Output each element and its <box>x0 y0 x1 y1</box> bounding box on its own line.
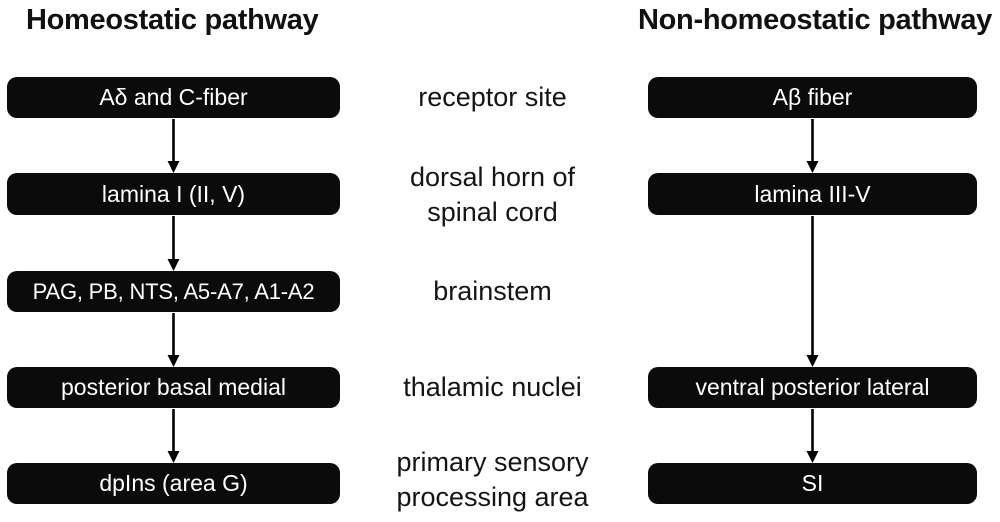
node-si: SI <box>648 463 977 504</box>
node-dpins-area-g: dpIns (area G) <box>7 463 340 504</box>
right-pathway-title: Non-homeostatic pathway <box>637 4 993 36</box>
level-label-brainstem: brainstem <box>345 274 640 309</box>
level-label-dorsal-horn: dorsal horn of spinal cord <box>345 160 640 230</box>
level-label-primary-sensory: primary sensory processing area <box>345 445 640 515</box>
node-ventral-posterior-lateral: ventral posterior lateral <box>648 367 977 408</box>
level-label-line: spinal cord <box>427 197 558 227</box>
level-label-line: processing area <box>396 482 589 512</box>
node-a-delta-c-fiber: Aδ and C-fiber <box>7 77 340 118</box>
left-pathway-title: Homeostatic pathway <box>26 4 319 36</box>
level-label-line: primary sensory <box>396 447 589 477</box>
level-label-line: brainstem <box>433 276 552 306</box>
level-label-line: dorsal horn of <box>409 162 576 192</box>
node-lamina-iii-v: lamina III-V <box>648 173 977 215</box>
level-label-line: thalamic nuclei <box>403 372 582 402</box>
level-label-line: receptor site <box>418 82 567 112</box>
node-lamina-i-ii-v: lamina I (II, V) <box>7 173 340 215</box>
level-label-receptor-site: receptor site <box>345 80 640 115</box>
node-a-beta-fiber: Aβ fiber <box>648 77 977 118</box>
node-posterior-basal-medial: posterior basal medial <box>7 367 340 408</box>
level-label-thalamic-nuclei: thalamic nuclei <box>345 370 640 405</box>
node-brainstem-nuclei: PAG, PB, NTS, A5-A7, A1-A2 <box>7 271 340 312</box>
